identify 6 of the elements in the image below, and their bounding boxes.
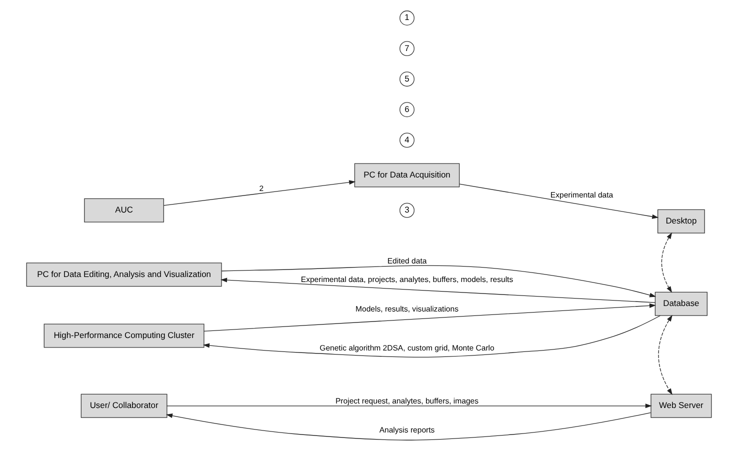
label: 4: [404, 134, 409, 144]
label: 7: [404, 42, 409, 53]
label: 3: [404, 204, 409, 215]
label: 5: [404, 73, 409, 84]
label: 6: [404, 104, 409, 114]
label: 1: [404, 12, 409, 22]
